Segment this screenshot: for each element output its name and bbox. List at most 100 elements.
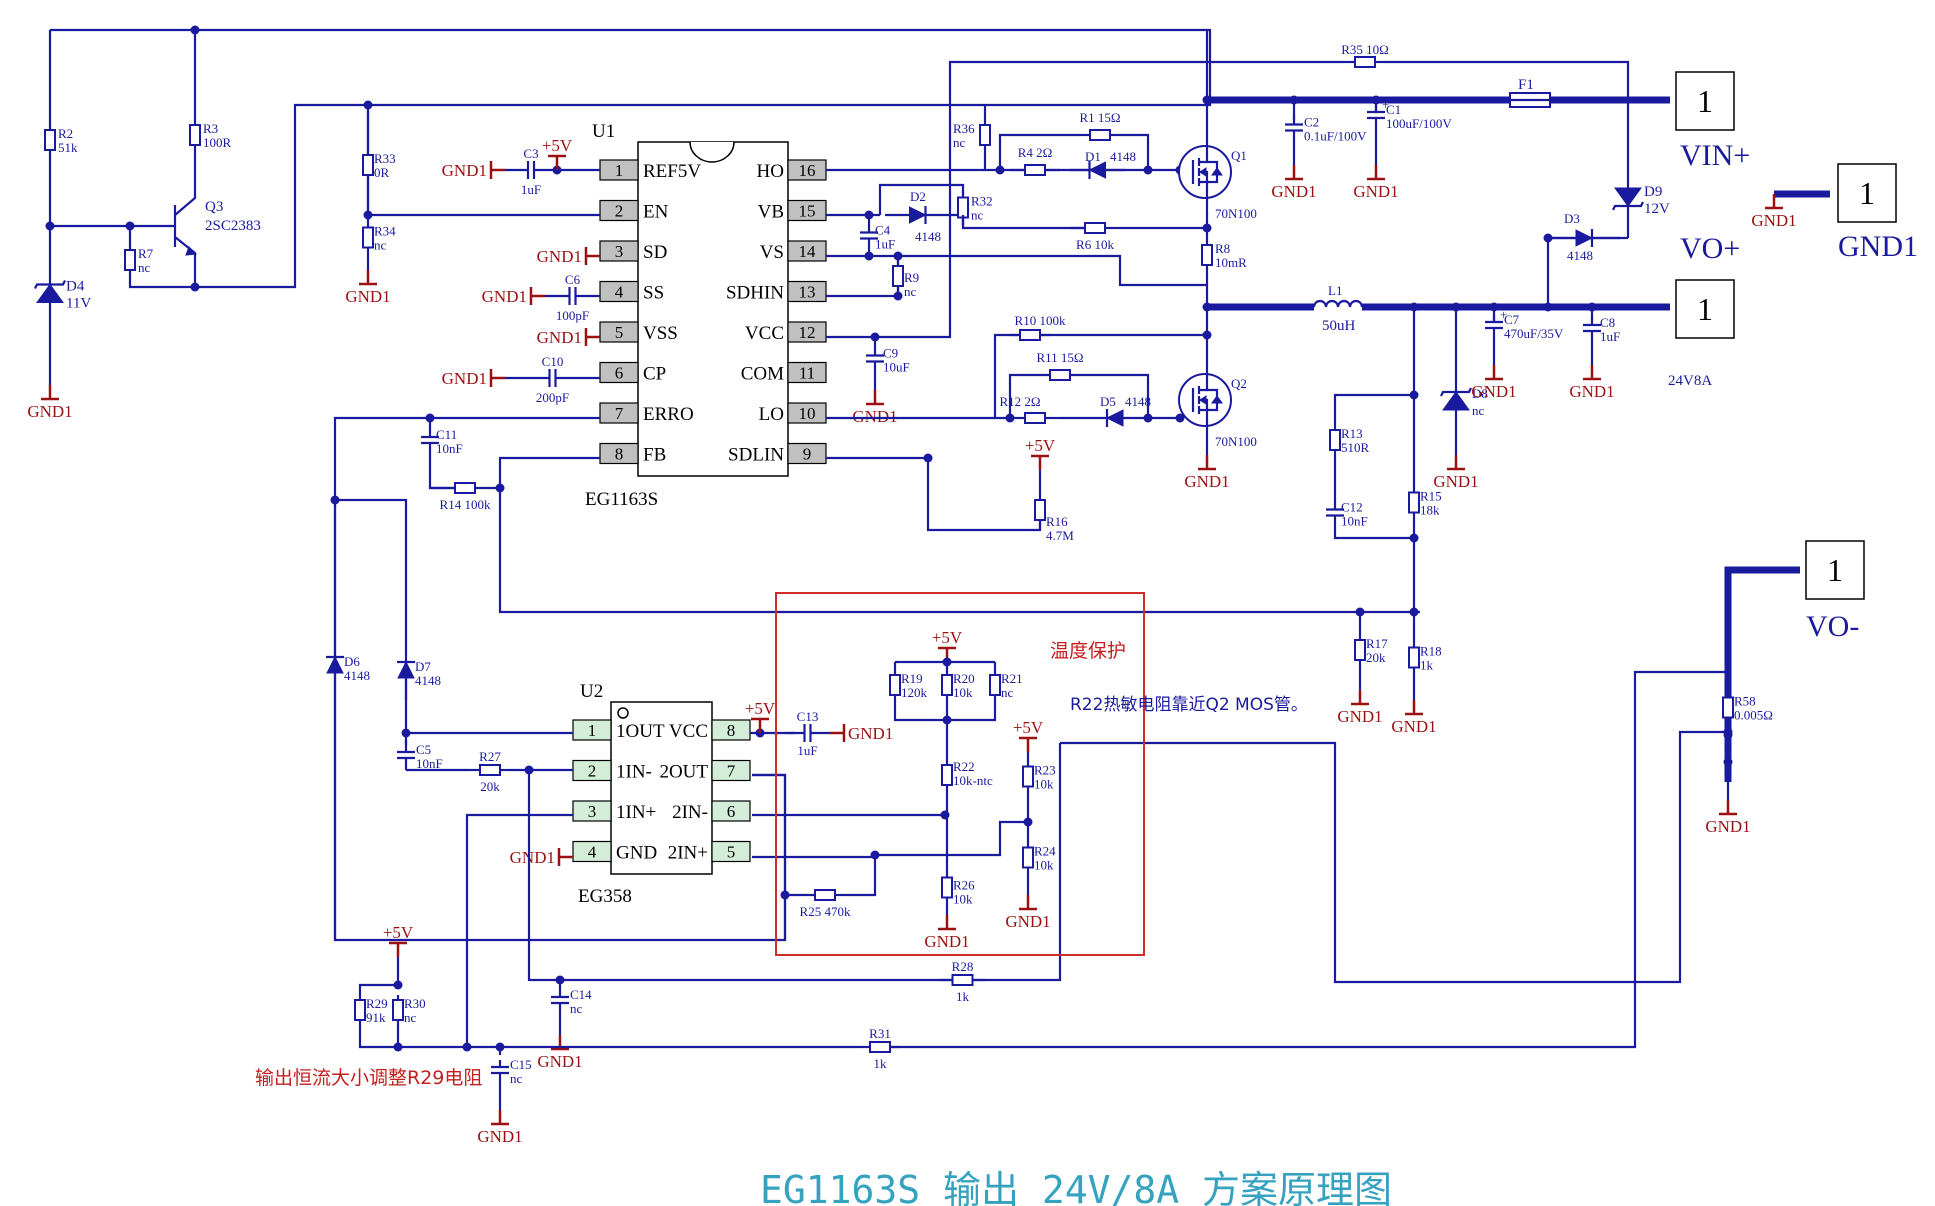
pin-name: COM	[741, 364, 784, 385]
pin-number: 3	[615, 242, 624, 261]
component-ref: Q1	[1231, 148, 1247, 163]
pin-number: 1	[615, 161, 624, 180]
diode-d2	[885, 206, 950, 224]
resistor-body	[124, 249, 136, 271]
pin-name: SDLIN	[728, 445, 784, 466]
resistor-body	[1089, 129, 1111, 141]
component-ref: R8	[1215, 241, 1230, 256]
pin-box	[787, 402, 827, 424]
diode-d1	[1070, 161, 1125, 179]
pin-name: SS	[643, 283, 664, 304]
chip-body	[637, 141, 789, 477]
chip-body	[610, 701, 713, 875]
component-ref: C14	[570, 987, 592, 1002]
component-label: R14 100k	[440, 497, 491, 512]
ground-label: GND1	[924, 932, 969, 951]
resistor-body	[957, 196, 969, 219]
ground-symbol: GND1	[1471, 365, 1517, 401]
component-value: 18k	[1420, 503, 1440, 518]
pin-name: 2OUT	[659, 762, 708, 783]
resistor-r11: R11 15Ω	[1030, 350, 1090, 381]
wire	[1090, 373, 1150, 418]
wire	[1724, 566, 1800, 735]
resistor-body	[1354, 56, 1376, 68]
wire	[195, 103, 368, 289]
resistor-body	[892, 265, 904, 287]
port-gnd: 1	[1837, 163, 1897, 223]
resistor-body	[1024, 164, 1046, 176]
pin-number: 4	[615, 283, 624, 302]
wire	[1333, 535, 1414, 540]
pin-name: REF5V	[643, 161, 701, 182]
ground-symbol: GND1	[27, 385, 73, 421]
junction-dot	[870, 850, 880, 860]
junction-dot	[940, 810, 950, 820]
diode-body	[397, 660, 415, 679]
ground-symbol: GND1	[1271, 165, 1317, 201]
wire	[945, 820, 1028, 857]
component-value: 70N100	[1215, 434, 1257, 449]
junction-dot	[1202, 95, 1212, 105]
pin-box	[711, 759, 751, 782]
pin-name: 1OUT	[616, 721, 665, 742]
resistor-body	[1408, 491, 1420, 514]
component-ref: D6	[344, 654, 360, 669]
pin-box	[787, 361, 827, 384]
pin-name: VS	[760, 242, 784, 263]
port-vo-plus: 1	[1675, 279, 1735, 339]
ground-label: GND1	[510, 848, 555, 867]
pin-box	[711, 840, 751, 863]
component-ref: C9	[883, 346, 898, 361]
mosfet-arrow	[1199, 395, 1207, 405]
component-ref: R30	[404, 996, 426, 1011]
pin-name: SDHIN	[726, 283, 784, 304]
resistor-body	[869, 1041, 891, 1053]
component-value: 10k	[953, 685, 973, 700]
resistor-body	[1022, 765, 1034, 788]
polarity-mark: +	[1500, 307, 1507, 322]
supply-label: +5V	[1013, 718, 1044, 737]
component-value: 1uF	[1600, 329, 1620, 344]
resistor-body	[889, 674, 901, 696]
supply-label: +5V	[1025, 436, 1056, 455]
pin-name: FB	[643, 445, 666, 466]
wire	[845, 853, 945, 897]
component-ref: C10	[542, 354, 564, 369]
supply-label: +5V	[542, 136, 573, 155]
junction-dot	[1202, 330, 1212, 340]
junction-dot	[1143, 413, 1153, 423]
wire	[961, 225, 1090, 230]
port-box	[1675, 279, 1735, 339]
component-value: 11V	[66, 296, 91, 312]
pin-box	[599, 402, 639, 424]
component-ref: R29	[366, 996, 388, 1011]
component-ref: D7	[415, 659, 431, 674]
port-box	[1805, 540, 1865, 600]
resistor-body	[814, 889, 836, 901]
wire	[752, 773, 787, 940]
pin-number: 8	[727, 721, 736, 740]
ground-label: GND1	[477, 1127, 522, 1146]
pin-number: 6	[727, 802, 736, 821]
r29-note: 输出恒流大小调整R29电阻	[255, 1067, 482, 1089]
component-value: 510R	[1341, 440, 1370, 455]
wire	[174, 160, 197, 216]
component-ref: R2	[58, 126, 73, 141]
component-ref: D9	[1644, 184, 1662, 200]
wire	[498, 456, 600, 488]
pin-name: VSS	[643, 323, 678, 344]
pin-box	[599, 199, 639, 222]
